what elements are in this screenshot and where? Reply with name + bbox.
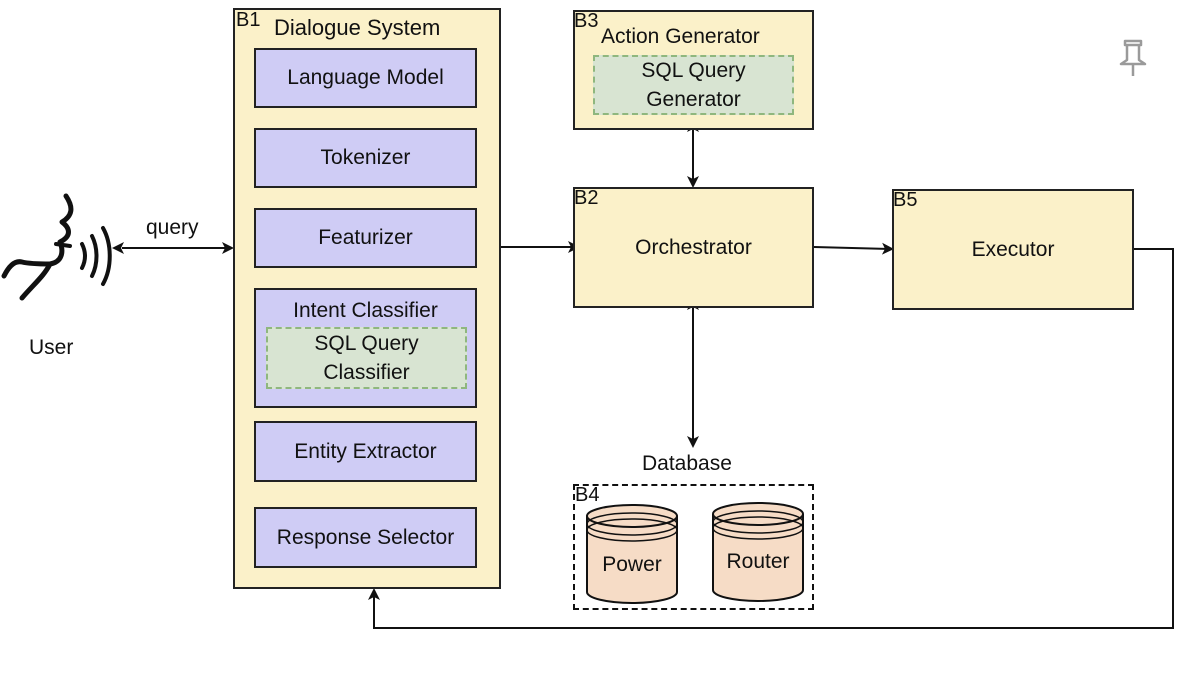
- b4-tag: B4: [575, 484, 600, 506]
- featurizer-box: Featurizer: [254, 208, 477, 268]
- b2-tag: B2: [574, 187, 599, 209]
- database-label: Database: [642, 452, 732, 475]
- power-store-label: Power: [602, 553, 662, 576]
- language-model-box: Language Model: [254, 48, 477, 108]
- b3-title: Action Generator: [601, 25, 760, 48]
- b2-orchestrator-panel: Orchestrator: [573, 187, 814, 308]
- router-store-label: Router: [726, 550, 790, 573]
- pin-icon[interactable]: [1119, 39, 1147, 76]
- tokenizer-box: Tokenizer: [254, 128, 477, 188]
- b5-tag: B5: [893, 189, 918, 211]
- sql-query-generator-box: SQL Query Generator: [593, 55, 794, 115]
- b5-title: Executor: [971, 237, 1055, 261]
- b4-database-group: [573, 484, 814, 610]
- b5-feedback-arrow: [368, 248, 1174, 629]
- user-label: User: [29, 336, 74, 359]
- router-cylinder-shape: [712, 502, 804, 602]
- query-label: query: [146, 216, 199, 239]
- b1-title: Dialogue System: [274, 15, 441, 40]
- sql-query-classifier-box: SQL Query Classifier: [266, 327, 467, 389]
- b2-to-b5-arrow: [813, 242, 894, 255]
- user-speaking-icon: [1, 193, 112, 301]
- b3-tag: B3: [574, 10, 599, 32]
- response-selector-box: Response Selector: [254, 507, 477, 568]
- entity-extractor-box: Entity Extractor: [254, 421, 477, 482]
- b2-title: Orchestrator: [635, 235, 752, 259]
- power-cylinder-shape: [586, 504, 678, 604]
- b5-executor-panel: Executor: [892, 189, 1134, 310]
- intent-classifier-label: Intent Classifier: [293, 299, 438, 322]
- b1-tag: B1: [236, 9, 261, 31]
